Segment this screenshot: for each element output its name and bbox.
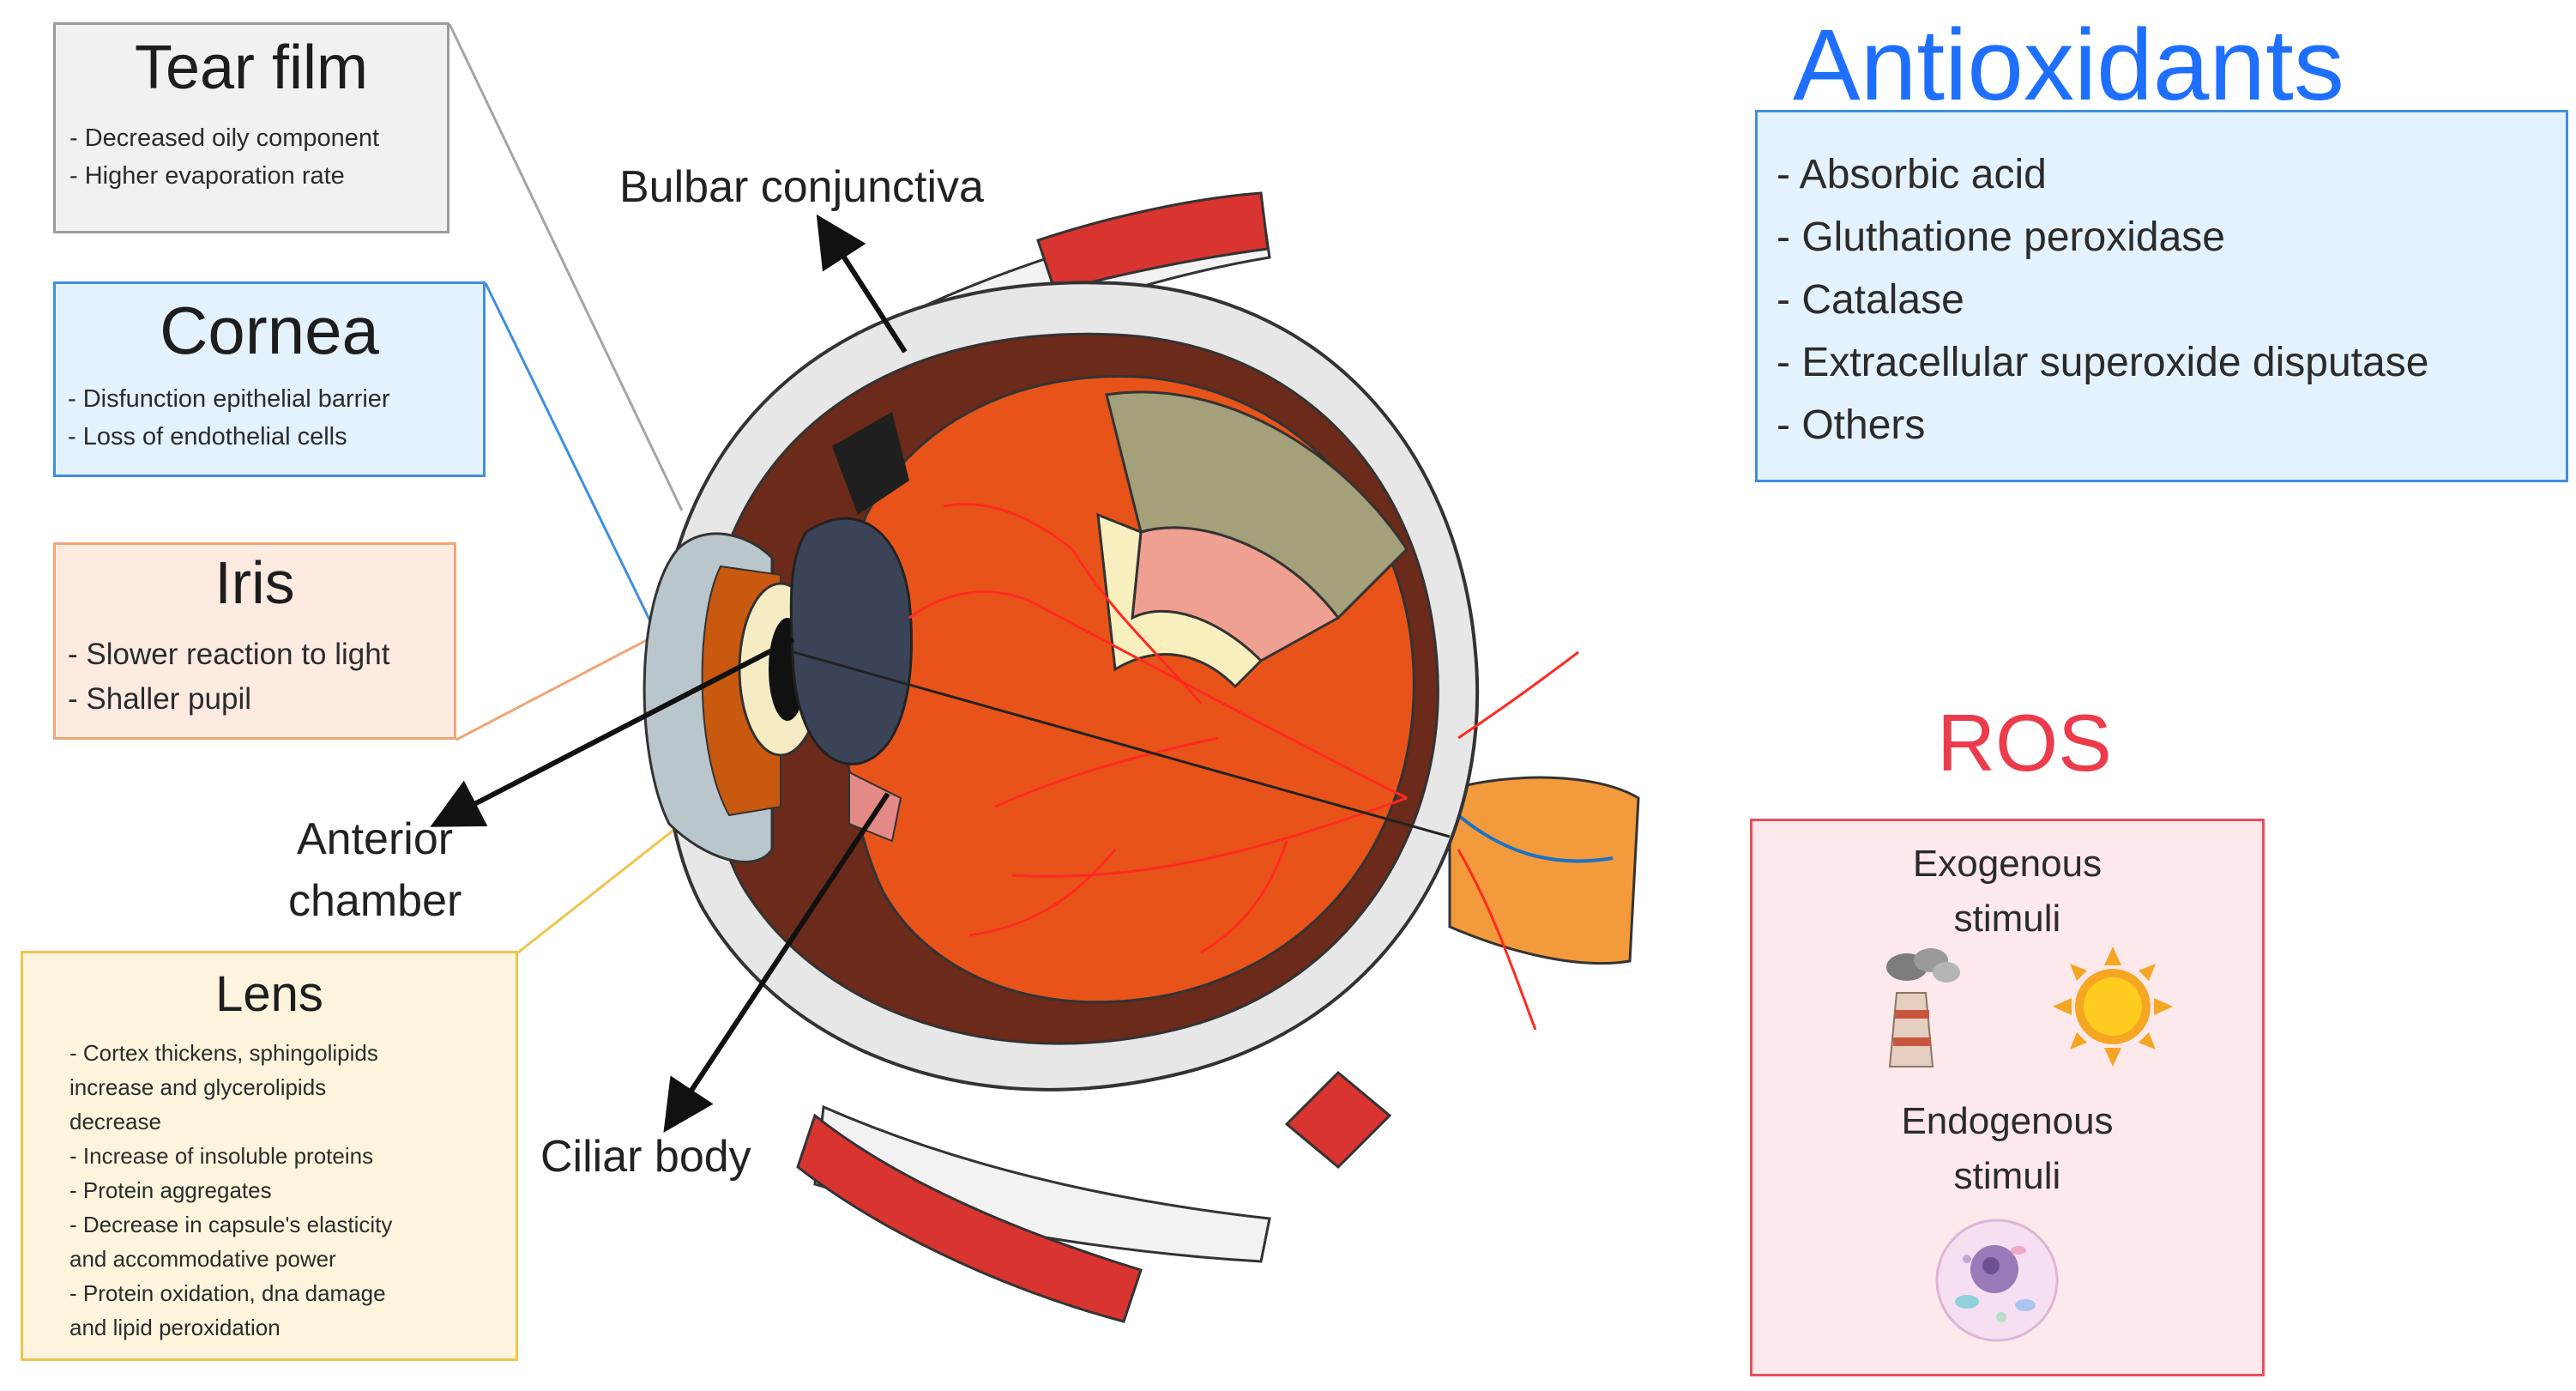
list-item: - Increase of insoluble proteins — [69, 1143, 374, 1169]
list-item: - Cortex thickens, sphingolipids — [69, 1040, 378, 1066]
exogenous-label-line2: stimuli — [1953, 898, 2061, 940]
ros-box: Exogenous stimuli Endogenous stimuli — [1750, 819, 2265, 1376]
list-item: - Disfunction epithelial barrier — [68, 385, 390, 413]
list-item: - Shaller pupil — [68, 682, 251, 716]
ciliar-body-label: Ciliar body — [540, 1132, 751, 1182]
lens-title: Lens — [215, 966, 323, 1022]
list-item: - Extracellular superoxide disputase — [1777, 340, 2429, 385]
sun-icon — [2053, 946, 2173, 1067]
bulbar-conjunctiva-label: Bulbar conjunctiva — [619, 162, 984, 212]
cornea-list: - Disfunction epithelial barrier - Loss … — [68, 380, 483, 456]
anterior-chamber-label-line1: Anterior — [297, 814, 454, 864]
cornea-title: Cornea — [160, 293, 379, 368]
ciliar-body-arrow — [663, 792, 890, 1134]
tear-film-box: Tear film - Decreased oily component - H… — [53, 22, 449, 233]
cornea-box: Cornea - Disfunction epithelial barrier … — [53, 281, 486, 477]
cell-icon — [1935, 1219, 2059, 1342]
list-item: and lipid peroxidation — [69, 1315, 281, 1340]
iris-box: Iris - Slower reaction to light - Shalle… — [53, 542, 456, 740]
factory-smoke-icon — [1886, 948, 1960, 1067]
optic-nerve — [1448, 776, 1640, 965]
lower-muscle — [796, 1070, 1392, 1323]
lens-box: Lens - Cortex thickens, sphingolipids in… — [21, 951, 518, 1361]
antioxidants-box: - Absorbic acid - Gluthatione peroxidase… — [1755, 110, 2568, 482]
antioxidants-list: - Absorbic acid - Gluthatione peroxidase… — [1777, 143, 2566, 457]
anterior-chamber-arrow — [430, 637, 795, 827]
list-item: decrease — [69, 1109, 161, 1134]
exogenous-label-line1: Exogenous — [1912, 843, 2102, 885]
lens-shape — [789, 517, 913, 765]
list-item: - Loss of endothelial cells — [68, 423, 347, 451]
ros-title: ROS — [1937, 698, 2112, 788]
list-item: - Others — [1777, 402, 1926, 448]
tear-film-connector — [448, 23, 684, 511]
list-item: - Gluthatione peroxidase — [1777, 215, 2225, 260]
list-item: - Decreased oily component — [69, 124, 380, 152]
list-item: - Absorbic acid — [1777, 152, 2047, 197]
list-item: - Protein aggregates — [69, 1177, 272, 1203]
antioxidants-title: Antioxidants — [1793, 9, 2344, 122]
lens-list: - Cortex thickens, sphingolipids increas… — [69, 1036, 516, 1345]
iris-title: Iris — [214, 549, 295, 616]
list-item: - Decrease in capsule's elasticity — [69, 1212, 393, 1237]
list-item: - Higher evaporation rate — [69, 162, 345, 190]
list-item: and accommodative power — [69, 1246, 336, 1272]
tear-film-list: - Decreased oily component - Higher evap… — [69, 119, 447, 195]
endogenous-label-line2: stimuli — [1953, 1155, 2061, 1197]
retinal-vessels — [908, 502, 1579, 1031]
list-item: - Protein oxidation, dna damage — [69, 1280, 386, 1306]
list-item: - Catalase — [1777, 277, 1964, 323]
tear-film-title: Tear film — [134, 33, 369, 102]
list-item: increase and glycerolipids — [69, 1074, 327, 1100]
anterior-chamber-label-line2: chamber — [288, 876, 462, 926]
bulbar-conjunctiva-arrow — [816, 214, 908, 354]
list-item: - Slower reaction to light — [68, 638, 390, 671]
cornea-connector — [484, 282, 654, 626]
iris-list: - Slower reaction to light - Shaller pup… — [68, 632, 454, 722]
endogenous-label-line1: Endogenous — [1901, 1100, 2114, 1142]
